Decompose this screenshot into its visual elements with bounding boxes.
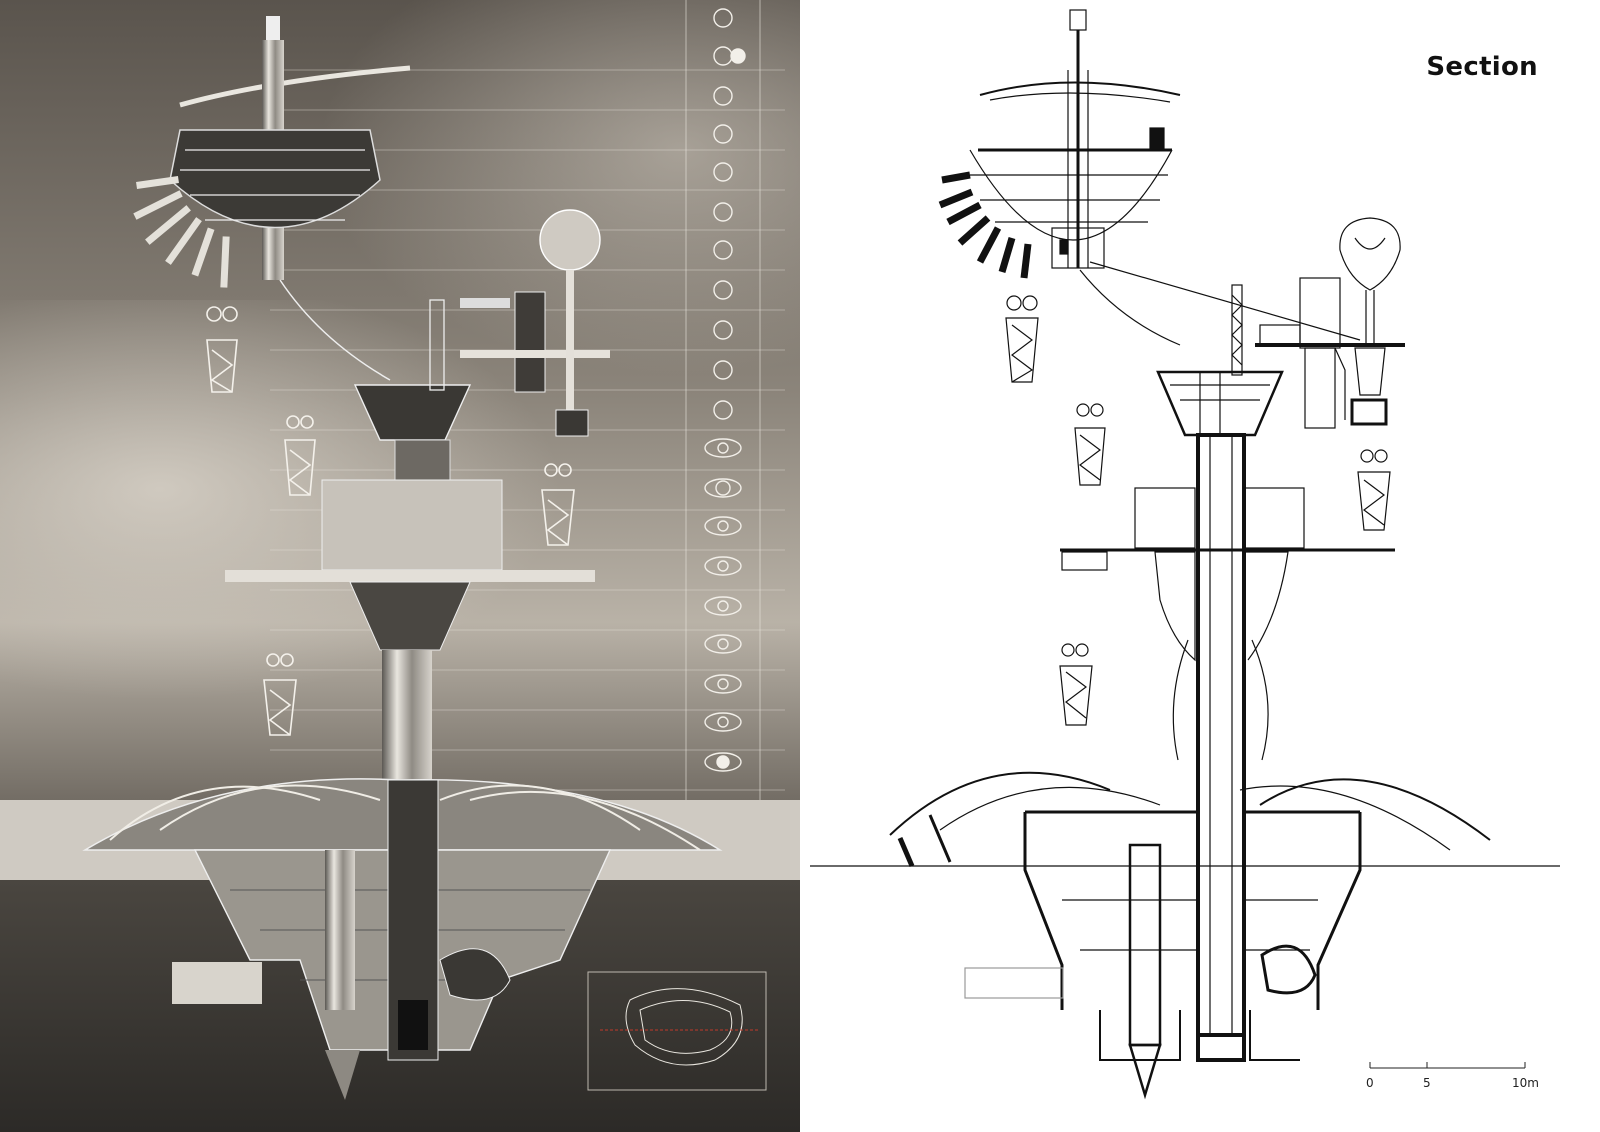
scale-label-0: 0	[1366, 1076, 1374, 1090]
ground-dome	[82, 778, 723, 1100]
page-title: Section	[1426, 52, 1538, 82]
robot-drones	[206, 306, 575, 736]
line-section-drawing: 0 5 10m	[810, 9, 1560, 1100]
central-tower	[225, 209, 610, 800]
key-plan-inset	[600, 988, 760, 1066]
scale-label-10m: 10m	[1512, 1076, 1539, 1090]
rendered-section-illustration	[0, 0, 800, 1132]
scale-bar	[1369, 1062, 1526, 1069]
upper-sphere-pod	[133, 16, 411, 381]
line-section-panel: Section	[800, 0, 1600, 1132]
scale-label-5: 5	[1423, 1076, 1431, 1090]
rendered-section-panel	[0, 0, 800, 1132]
